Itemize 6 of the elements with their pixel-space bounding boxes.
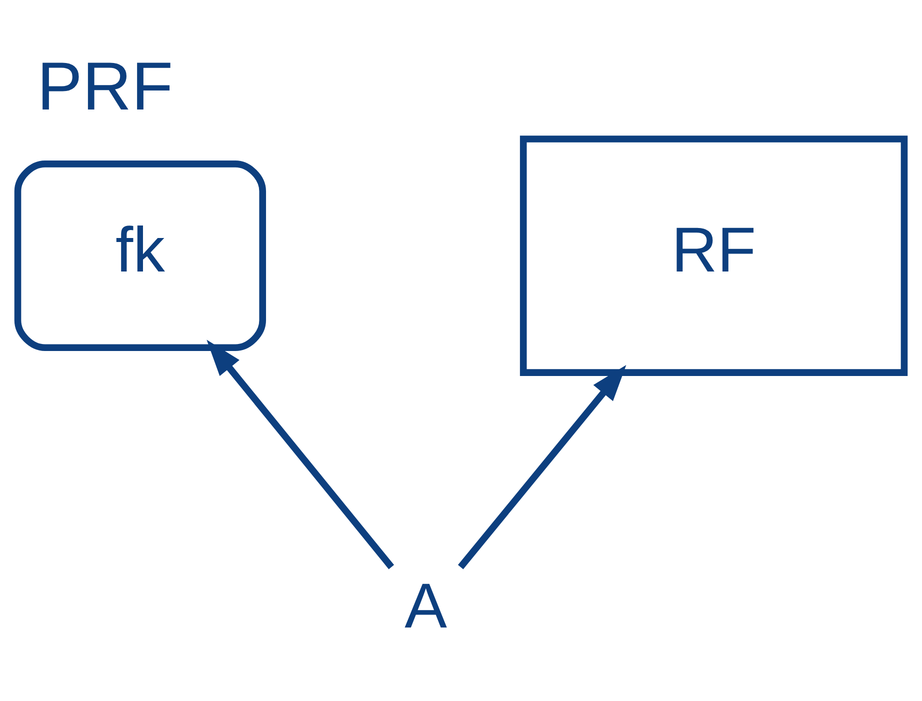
node-box: fk <box>14 160 266 350</box>
arrow <box>458 364 626 569</box>
diagram-title: PRF <box>37 48 174 124</box>
node-box: RF <box>520 135 908 376</box>
arrow <box>206 339 394 569</box>
node-text: A <box>404 570 448 641</box>
